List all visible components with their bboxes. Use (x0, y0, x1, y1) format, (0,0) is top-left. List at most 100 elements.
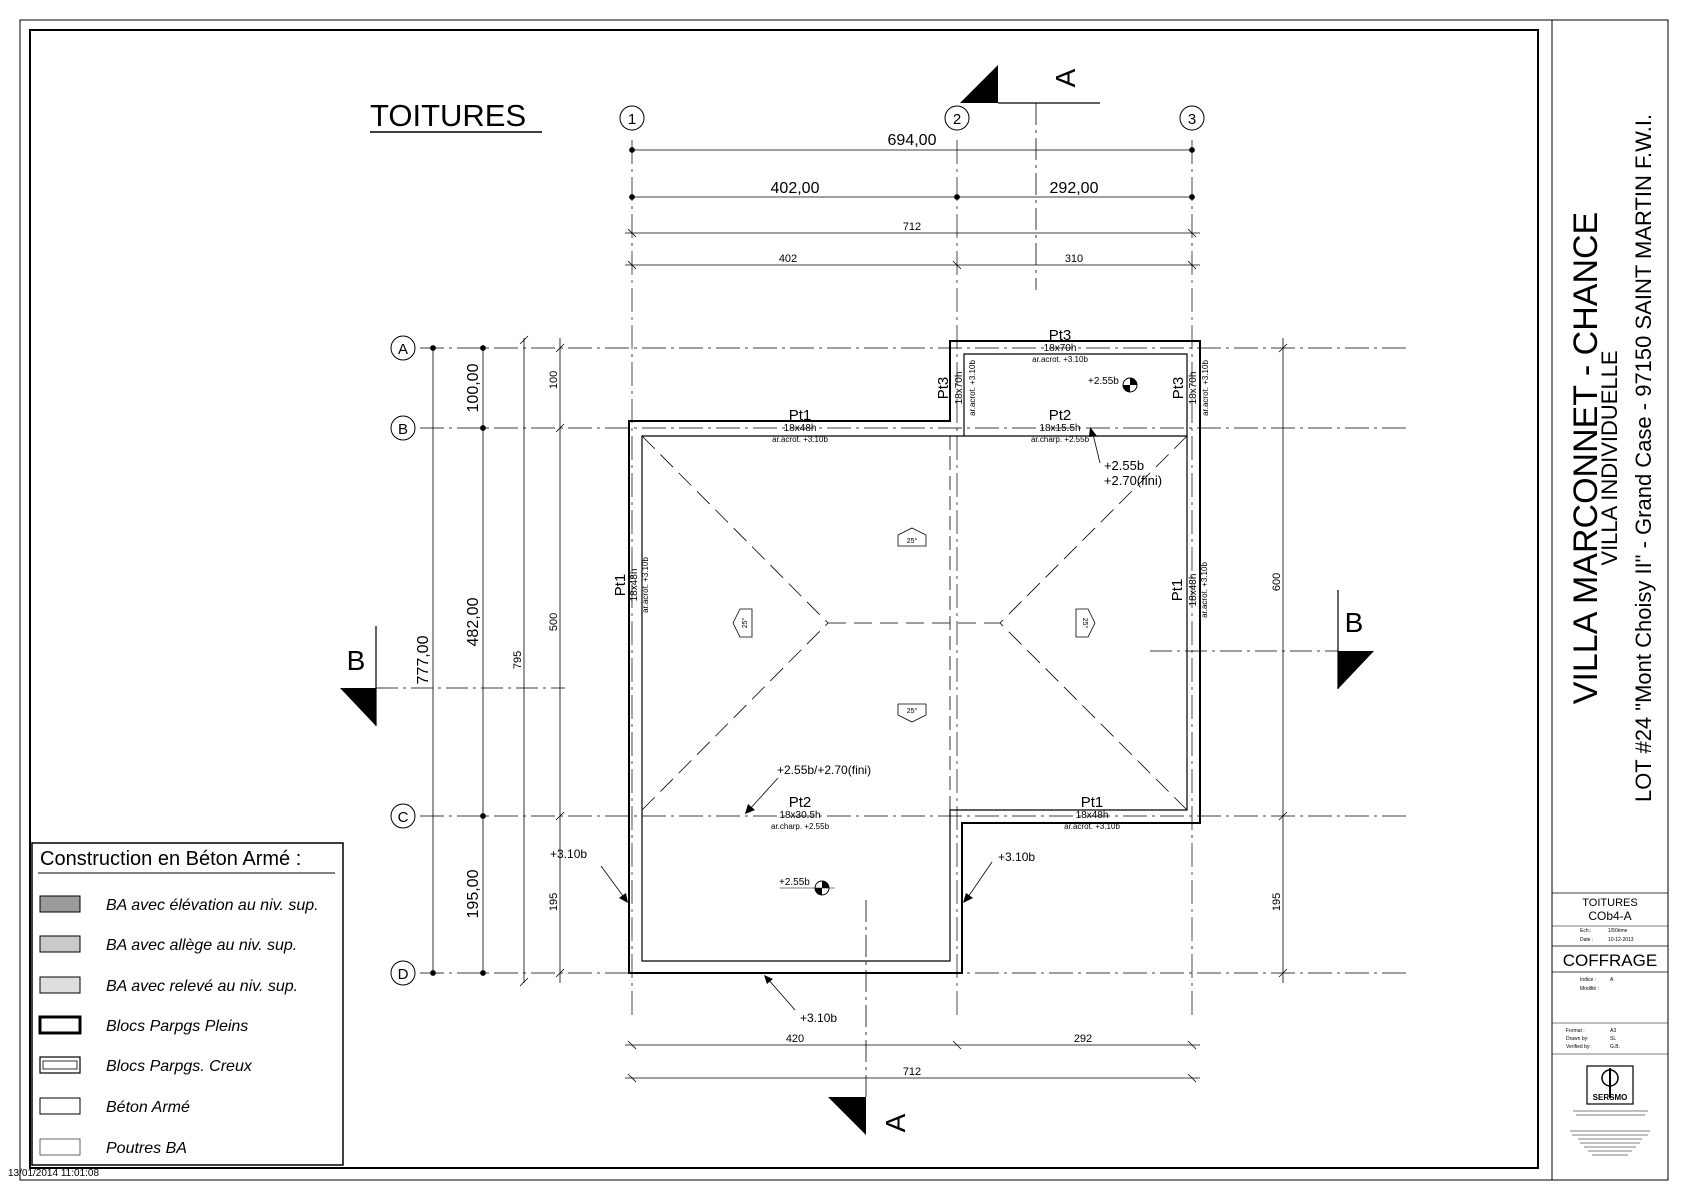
svg-text:18x70h: 18x70h (1044, 343, 1077, 354)
dim-top-712: 712 (903, 221, 921, 233)
dim-bottom-292: 292 (1074, 1033, 1092, 1045)
svg-text:Béton Armé: Béton Armé (106, 1099, 190, 1116)
grid-lines (420, 140, 1410, 1020)
right-dimension-lines (1278, 338, 1288, 983)
dim-top-total: 694,00 (888, 132, 937, 149)
svg-text:A: A (398, 341, 408, 358)
format-value: A3 (1610, 1028, 1616, 1034)
legend-item-blocs-creux: Blocs Parpgs. Creux (39, 1056, 253, 1075)
svg-text:Pt1: Pt1 (789, 407, 812, 424)
svg-text:+3.10b: +3.10b (800, 1011, 837, 1025)
dim-left-cd: 195,00 (465, 869, 482, 918)
dim-left-bc: 482,00 (465, 597, 482, 646)
svg-text:ar.acrot. +3.10b: ar.acrot. +3.10b (1032, 355, 1088, 364)
svg-text:2: 2 (953, 111, 961, 128)
dim-left-ab: 100,00 (465, 363, 482, 412)
grid-bubble-row-c: C (390, 803, 416, 829)
svg-text:25°: 25° (741, 618, 749, 629)
svg-text:+2.70(fini): +2.70(fini) (1104, 473, 1162, 488)
svg-text:Drawn by:: Drawn by: (1566, 1036, 1589, 1042)
svg-text:B: B (1345, 607, 1364, 638)
svg-text:B: B (398, 421, 408, 438)
project-type: VILLA INDIVIDUELLE (1597, 350, 1622, 565)
drawn-value: SL (1610, 1036, 1616, 1042)
svg-text:BA avec relevé au niv. sup.: BA avec relevé au niv. sup. (106, 978, 298, 995)
grid-bubble-column-3: 3 (1179, 105, 1205, 131)
svg-text:18x70h: 18x70h (954, 372, 965, 405)
svg-text:Pt3: Pt3 (935, 377, 952, 400)
section-b-left-marker: B (340, 626, 565, 726)
section-a-bottom-marker: A (828, 900, 911, 1135)
svg-text:BA avec élévation au niv. sup.: BA avec élévation au niv. sup. (106, 897, 319, 914)
legend-item-ba-releve: BA avec relevé au niv. sup. (39, 976, 298, 995)
building-walls (628, 340, 1201, 974)
legend-item-beton-arme: Béton Armé (39, 1097, 190, 1116)
svg-text:ar.acrot. +3.10b: ar.acrot. +3.10b (641, 557, 650, 613)
slope-indicator-bottom: 25° (897, 703, 927, 723)
svg-text:B: B (347, 645, 366, 676)
svg-text:Modifié :: Modifié : (1580, 986, 1599, 992)
beam-pt1-left: Pt1 18x48h ar.acrot. +3.10b (612, 557, 650, 613)
legend-item-ba-allege: BA avec allège au niv. sup. (39, 935, 297, 954)
dim-left-195: 195 (548, 893, 560, 911)
grid-bubble-row-b: B (390, 415, 416, 441)
beam-pt1-bottom: Pt1 18x48h ar.acrot. +3.10b (1064, 794, 1120, 831)
svg-text:+2.55b/+2.70(fini): +2.55b/+2.70(fini) (777, 763, 871, 777)
svg-text:Pt2: Pt2 (789, 794, 812, 811)
legend: Construction en Béton Armé : BA avec élé… (31, 842, 344, 1166)
index-value: A (1610, 977, 1614, 983)
svg-text:18x15.5h: 18x15.5h (1039, 423, 1080, 434)
level-note-310-bottom: +3.10b (764, 975, 837, 1025)
dim-right-600: 600 (1271, 573, 1283, 591)
svg-text:18x48h: 18x48h (1076, 810, 1109, 821)
section-a-top-marker: A (960, 65, 1100, 290)
company-fine-print (1570, 1110, 1650, 1156)
svg-text:A: A (1050, 68, 1081, 87)
svg-text:Pt3: Pt3 (1049, 327, 1072, 344)
legend-item-ba-elevation: BA avec élévation au niv. sup. (39, 895, 319, 914)
level-marker-top: +2.55b (1088, 376, 1138, 393)
svg-text:Pt3: Pt3 (1170, 377, 1187, 400)
svg-text:BA avec allège au niv. sup.: BA avec allège au niv. sup. (106, 937, 297, 954)
left-dimension-lines (430, 335, 565, 987)
svg-text:Pt2: Pt2 (1049, 407, 1072, 424)
svg-text:C: C (398, 809, 409, 826)
svg-text:18x48h: 18x48h (629, 569, 640, 602)
svg-text:Ech.:: Ech.: (1580, 928, 1591, 934)
dim-top-310: 310 (1065, 253, 1083, 265)
level-note-255-270: +2.55b +2.70(fini) (1089, 427, 1162, 488)
date-value: 10-12-2013 (1608, 937, 1634, 943)
project-title: VILLA MARCONNET - CHANCE (1567, 212, 1605, 704)
dim-left-total: 777,00 (415, 635, 432, 684)
beam-pt2-bottom: Pt2 18x30.5h ar.charp. +2.55b (771, 794, 830, 831)
grid-bubble-row-a: A (390, 335, 416, 361)
svg-text:ar.acrot. +3.10b: ar.acrot. +3.10b (968, 360, 977, 416)
svg-text:+3.10b: +3.10b (550, 847, 587, 861)
sheet-name: TOITURES (1582, 897, 1637, 909)
company-logo: SERSMO (1586, 1065, 1634, 1105)
svg-text:Pt1: Pt1 (1081, 794, 1104, 811)
svg-text:A: A (880, 1113, 911, 1132)
level-note-310-right: +3.10b (963, 850, 1035, 903)
svg-text:25°: 25° (907, 707, 918, 715)
project-address: LOT #24 "Mont Choisy II" - Grand Case - … (1631, 114, 1656, 802)
dim-bottom-712: 712 (903, 1066, 921, 1078)
grid-bubble-column-1: 1 (619, 105, 645, 131)
dim-right-195: 195 (1271, 893, 1283, 911)
beam-pt3-top: Pt3 18x70h ar.acrot. +3.10b (1032, 327, 1088, 364)
dim-left-100: 100 (548, 371, 560, 389)
beam-pt1-top: Pt1 18x48h ar.acrot. +3.10b (772, 407, 828, 444)
dim-bottom-420: 420 (786, 1033, 804, 1045)
svg-text:Verified by:: Verified by: (1566, 1044, 1591, 1050)
svg-text:Blocs Parpgs Pleins: Blocs Parpgs Pleins (106, 1018, 248, 1035)
svg-text:3: 3 (1188, 111, 1196, 128)
sheet-code: COb4-A (1588, 909, 1631, 923)
svg-text:SERSMO: SERSMO (1593, 1093, 1628, 1102)
legend-item-blocs-pleins: Blocs Parpgs Pleins (38, 1015, 248, 1035)
slope-indicator-left: 25° (732, 608, 753, 638)
beam-pt2-top: Pt2 18x15.5h ar.charp. +2.55b (1031, 407, 1090, 444)
drawing-title: TOITURES (370, 98, 526, 133)
dim-left-500: 500 (548, 613, 560, 631)
svg-text:Pt1: Pt1 (1169, 579, 1186, 602)
